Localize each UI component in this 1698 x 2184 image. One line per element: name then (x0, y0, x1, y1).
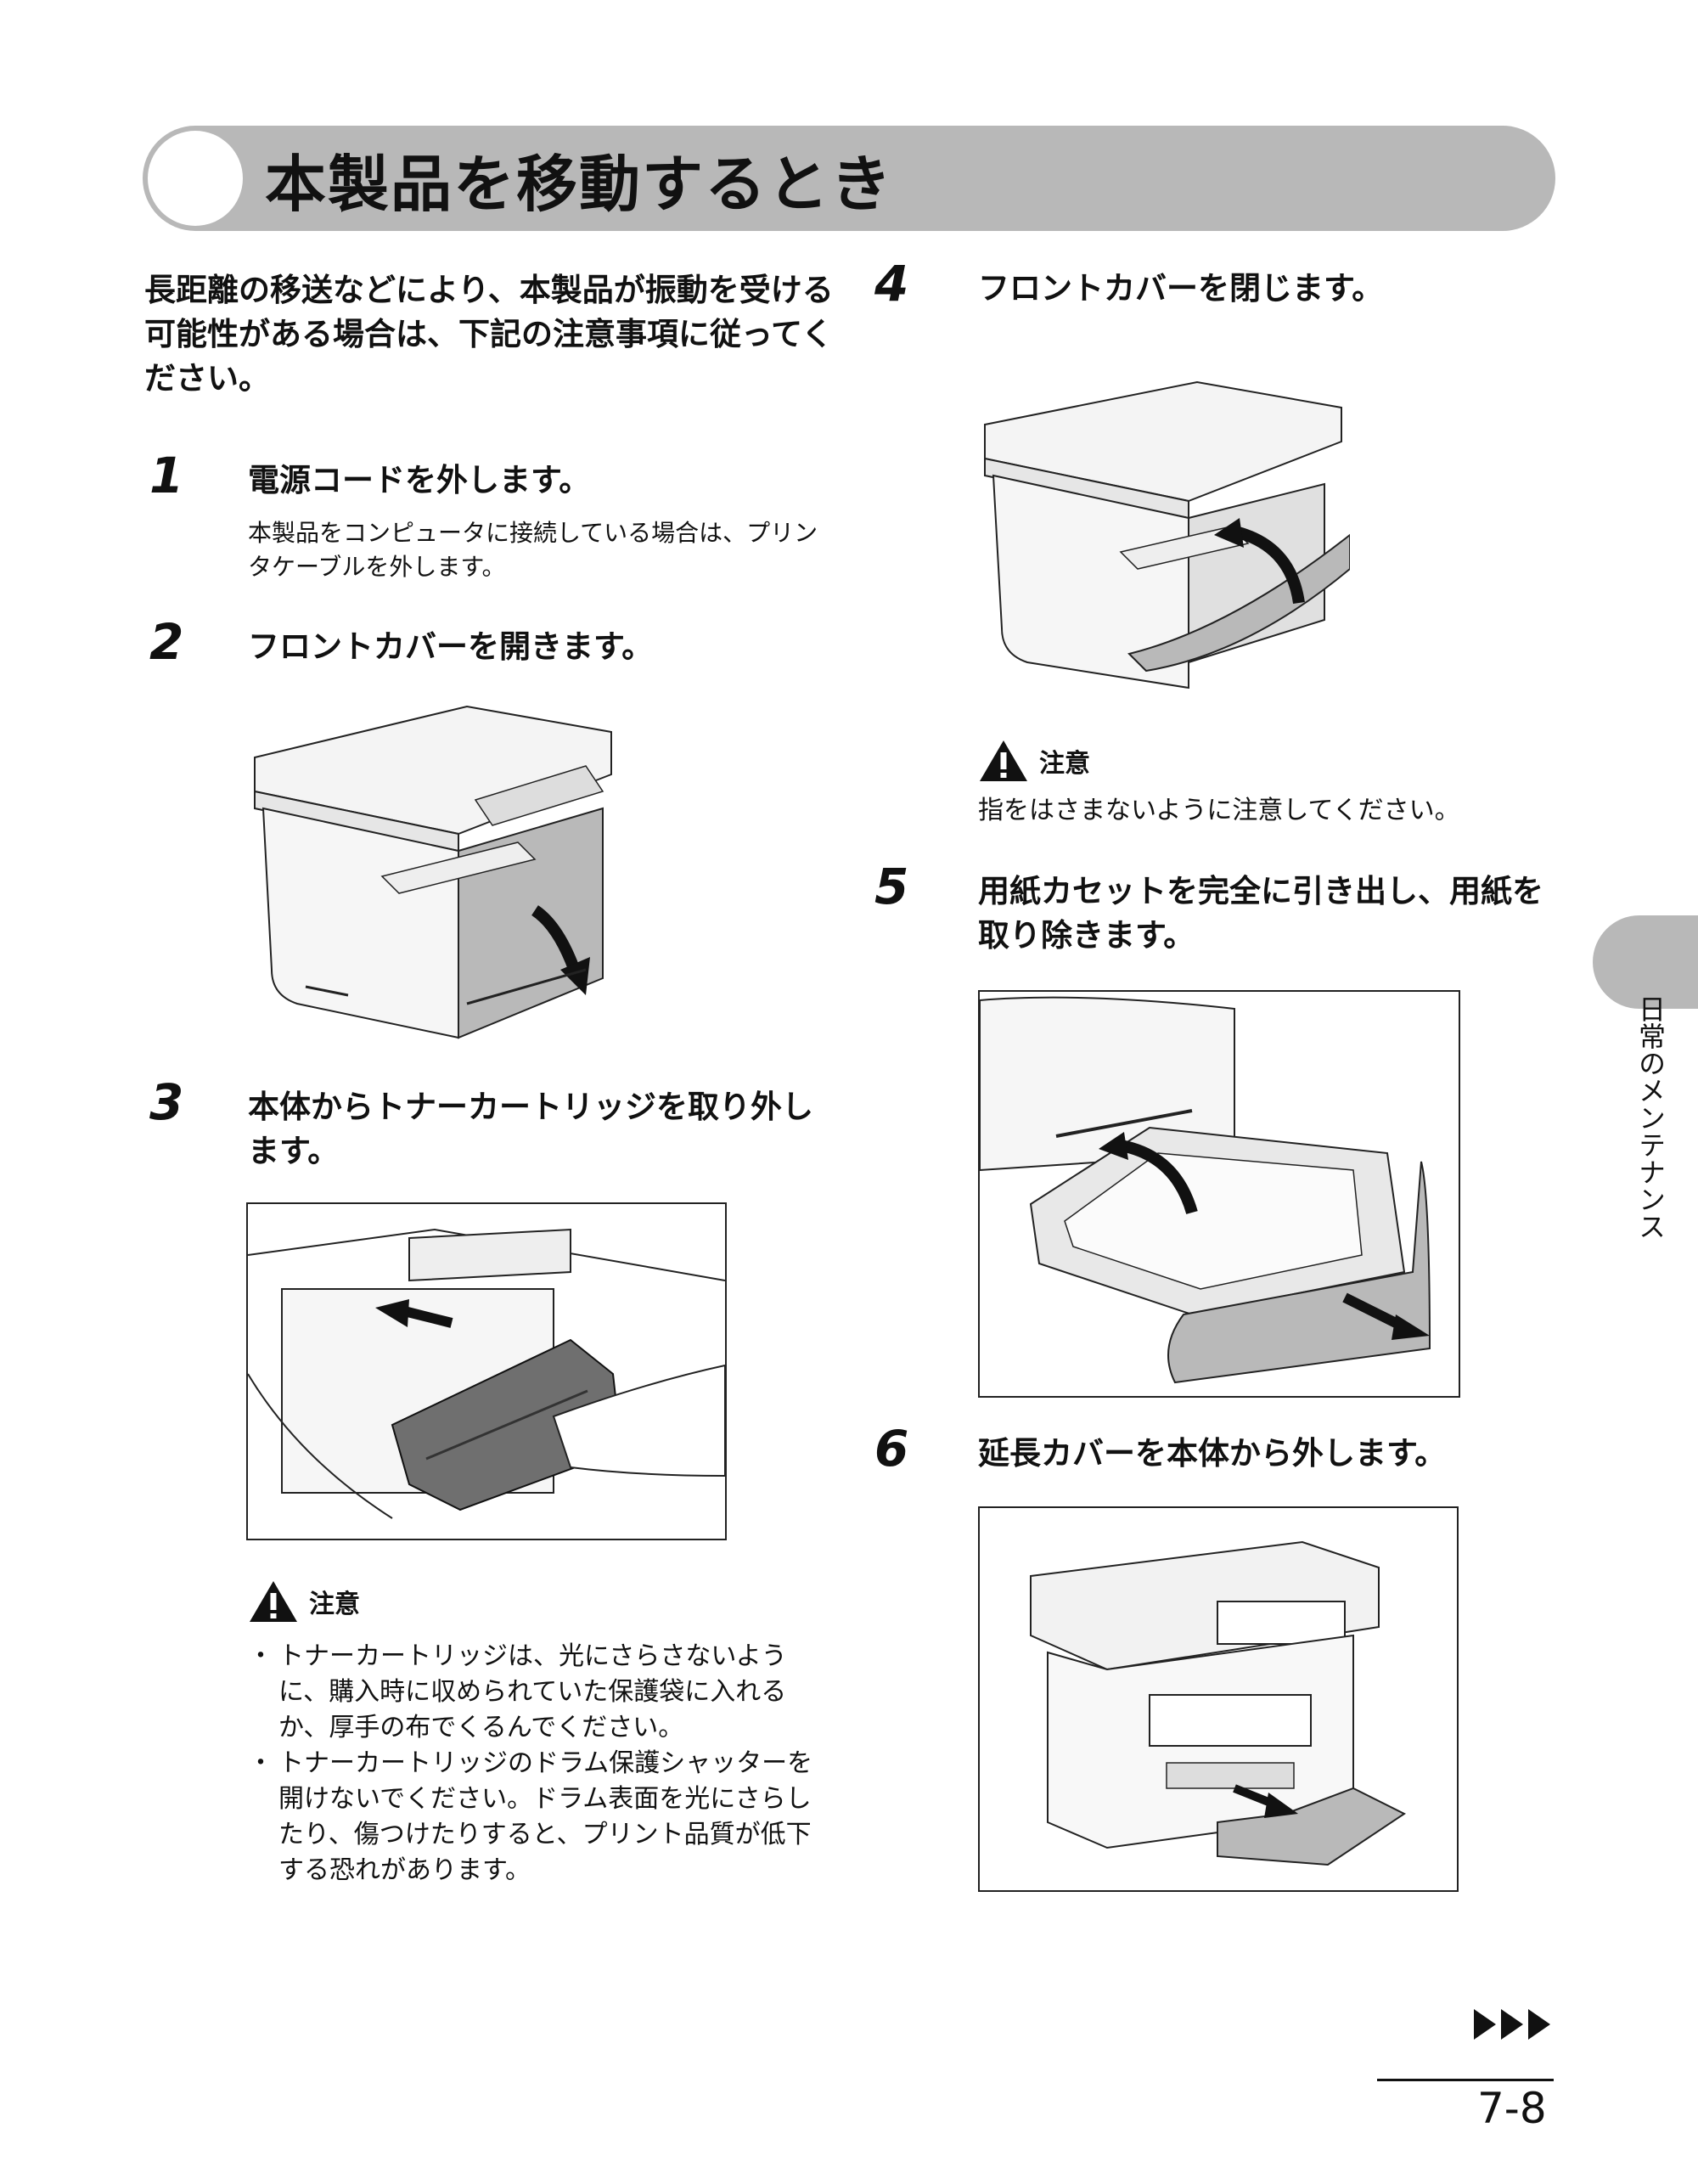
step-5-heading: 用紙カセットを完全に引き出し、用紙を取り除きます。 (978, 873, 1543, 954)
step-5-number: 5 (874, 858, 909, 915)
step-4-caution-header: 注意 (978, 739, 1090, 783)
page-title: 本製品を移動するとき (265, 149, 894, 220)
step-4-heading: フロントカバーを閉じます。 (978, 270, 1384, 307)
caution-bullet: トナーカートリッジのドラム保護シャッターを開けないでください。ドラム表面を光にさ… (248, 1746, 825, 1888)
step-3-illustration (246, 1202, 727, 1540)
step-6-illustration (978, 1506, 1459, 1892)
caution-bullet: トナーカートリッジは、光にさらさないように、購入時に収められていた保護袋に入れる… (248, 1639, 825, 1746)
step-1-number: 1 (149, 447, 184, 504)
intro-text: 長距離の移送などにより、本製品が振動を受ける可能性がある場合は、下記の注意事項に… (144, 272, 834, 397)
step-2-heading: フロントカバーを開きます。 (248, 628, 654, 665)
step-6-heading: 延長カバーを本体から外します。 (978, 1435, 1447, 1472)
footer-rule (1377, 2079, 1554, 2081)
warning-triangle-icon (250, 1581, 297, 1622)
step-1-heading: 電源コードを外します。 (248, 462, 591, 498)
continue-arrow-icon (1472, 2006, 1554, 2043)
step-2-illustration (246, 698, 620, 1048)
step-3-caution-header: 注意 (248, 1579, 360, 1624)
step-6-number: 6 (874, 1420, 909, 1478)
page-number: 7-8 (1477, 2084, 1547, 2133)
step-3-number: 3 (149, 1073, 184, 1131)
step-5-illustration (978, 990, 1460, 1398)
step-3-caution-list: トナーカートリッジは、光にさらさないように、購入時に収められていた保護袋に入れる… (248, 1639, 825, 1888)
chapter-side-tab (1593, 915, 1698, 1009)
caution-label: 注意 (309, 1590, 360, 1619)
chapter-side-label: 日常のメンテナンス (1634, 995, 1667, 1240)
step-4-number: 4 (874, 255, 909, 312)
step-4-caution-text: 指をはさまないように注意してください。 (978, 796, 1460, 825)
step-2-number: 2 (149, 613, 184, 671)
warning-triangle-icon (980, 740, 1027, 781)
step-4-illustration (976, 374, 1351, 691)
caution-label: 注意 (1039, 749, 1090, 779)
step-1-note: 本製品をコンピュータに接続している場合は、プリンタケーブルを外します。 (248, 519, 818, 581)
step-3-heading: 本体からトナーカートリッジを取り外します。 (248, 1089, 813, 1169)
title-bar (143, 126, 1555, 231)
title-circle-decoration (148, 131, 243, 226)
